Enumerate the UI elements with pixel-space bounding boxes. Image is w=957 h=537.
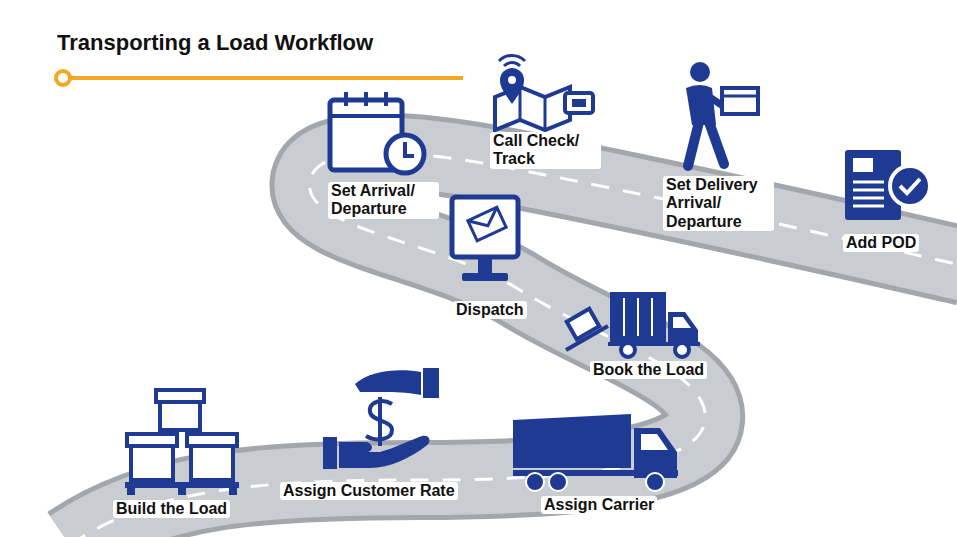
step-label: Set Delivery Arrival/ Departure bbox=[663, 176, 774, 231]
icon-part bbox=[468, 207, 502, 232]
icon-part bbox=[900, 179, 920, 193]
workflow-step: Dispatch bbox=[446, 190, 529, 322]
diagram-title: Transporting a Load Workflow bbox=[57, 30, 373, 56]
icon-part bbox=[544, 97, 547, 130]
step-label: Set Arrival/ Departure bbox=[328, 182, 439, 219]
icon-part bbox=[508, 76, 516, 84]
icon-part bbox=[641, 434, 668, 450]
icon-part bbox=[462, 273, 508, 281]
icon-part bbox=[651, 298, 653, 336]
icon-part bbox=[688, 122, 699, 166]
step-label: Assign Carrier bbox=[541, 496, 657, 514]
icon-part bbox=[853, 205, 884, 208]
workflow-step: Set Delivery Arrival/ Departure bbox=[661, 56, 776, 234]
icon-part bbox=[504, 63, 520, 66]
road-center-line bbox=[70, 153, 957, 537]
step-label: Book the Load bbox=[590, 361, 707, 379]
icon-part bbox=[709, 122, 724, 164]
icon-part bbox=[690, 62, 710, 82]
icon-part bbox=[637, 298, 639, 336]
road-edge bbox=[70, 153, 957, 537]
icon-part bbox=[468, 207, 506, 240]
icon-part bbox=[384, 92, 388, 106]
icon-part bbox=[468, 207, 506, 240]
road-surface bbox=[70, 153, 957, 537]
icon-part bbox=[423, 368, 439, 398]
icon-part bbox=[378, 397, 382, 446]
icon-part bbox=[853, 197, 884, 200]
icon-part bbox=[526, 473, 544, 491]
icon-part bbox=[499, 55, 525, 61]
icon-part bbox=[513, 414, 631, 468]
step-label: Assign Customer Rate bbox=[280, 482, 458, 500]
step-label: Build the Load bbox=[113, 500, 230, 518]
icon-part bbox=[549, 473, 567, 491]
icon-part bbox=[344, 92, 348, 106]
step-label: Call Check/ Track bbox=[490, 132, 601, 169]
icon-part bbox=[131, 446, 173, 480]
icon-part bbox=[565, 93, 593, 113]
icon-part bbox=[890, 166, 930, 206]
icon-part bbox=[853, 158, 873, 172]
step-label: Dispatch bbox=[453, 301, 527, 319]
icon-part bbox=[386, 135, 424, 173]
workflow-step: Assign Customer Rate bbox=[278, 362, 460, 503]
icon-part bbox=[853, 181, 884, 184]
workflow-step: Call Check/ Track bbox=[488, 44, 603, 171]
icon-part bbox=[229, 488, 237, 495]
icon-part bbox=[405, 142, 414, 156]
icon-part bbox=[722, 95, 758, 98]
icon-part bbox=[127, 488, 135, 495]
icon-part bbox=[853, 189, 884, 192]
icon-part bbox=[673, 317, 691, 328]
icon-part bbox=[160, 402, 200, 430]
icon-part bbox=[722, 88, 758, 114]
icon-part bbox=[646, 473, 664, 491]
icon-part bbox=[323, 437, 337, 469]
icon-part bbox=[178, 488, 186, 495]
title-rule-dot bbox=[56, 71, 70, 85]
icon-part bbox=[572, 99, 586, 107]
icon-part bbox=[339, 436, 429, 468]
icon-part bbox=[452, 197, 518, 257]
icon-part bbox=[621, 343, 635, 357]
icon-part bbox=[500, 68, 524, 104]
icon-part bbox=[567, 309, 600, 339]
icon-part bbox=[355, 370, 421, 395]
icon-part bbox=[668, 312, 698, 345]
icon-part bbox=[191, 446, 233, 480]
icon-part bbox=[330, 114, 402, 118]
workflow-step: Add POD bbox=[841, 144, 937, 255]
title-rule bbox=[70, 76, 463, 80]
icon-part bbox=[125, 482, 239, 488]
workflow-step: Assign Carrier bbox=[508, 408, 684, 517]
icon-part bbox=[610, 292, 666, 342]
icon-part bbox=[675, 343, 689, 357]
step-label: Add POD bbox=[843, 234, 919, 252]
workflow-step: Book the Load bbox=[560, 286, 710, 382]
icon-part bbox=[623, 298, 625, 336]
workflow-step: Build the Load bbox=[111, 384, 243, 521]
icon-part bbox=[364, 92, 368, 106]
icon-part bbox=[478, 259, 492, 273]
workflow-step: Set Arrival/ Departure bbox=[324, 86, 441, 221]
